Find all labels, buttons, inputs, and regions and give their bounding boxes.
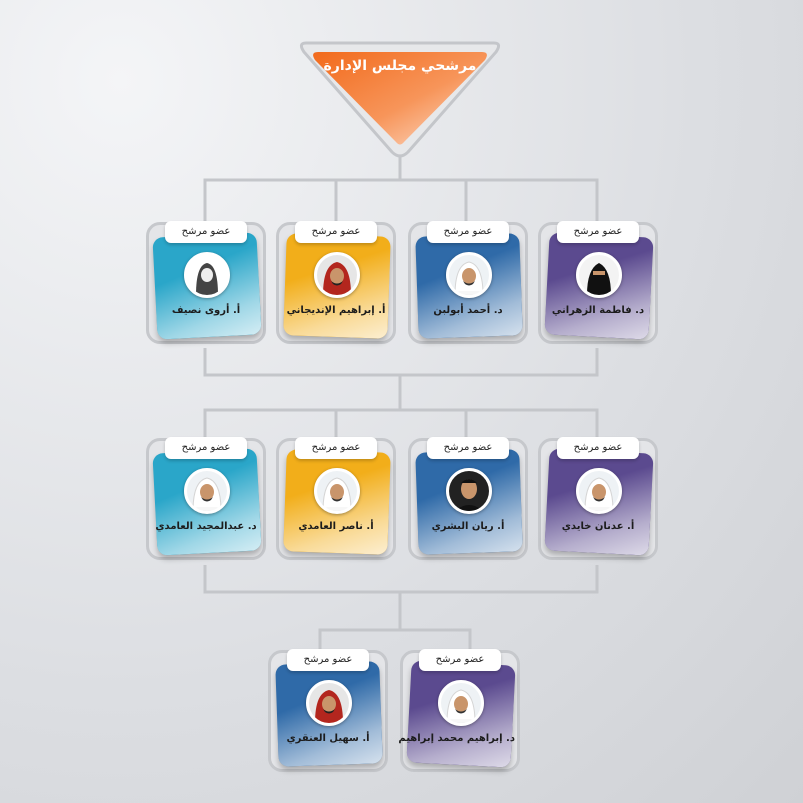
member-role-label: عضو مرشح <box>295 221 377 243</box>
man-ghutra-icon <box>314 468 360 514</box>
member-role-label: عضو مرشح <box>557 437 639 459</box>
member-role-label: عضو مرشح <box>287 649 369 671</box>
member-slot: عضو مرشح أ. ريان البشري <box>408 437 528 560</box>
member-role-label: عضو مرشح <box>295 437 377 459</box>
woman-hijab-icon <box>184 252 230 298</box>
member-slot: عضو مرشح أ. ناصر العامدي <box>276 437 396 560</box>
member-name: د. فاطمة الزهراني <box>551 305 645 316</box>
man-ghutra-icon <box>576 468 622 514</box>
man-portrait-icon <box>446 468 492 514</box>
member-slot: عضو مرشح أ. أروى نصيف <box>146 221 266 344</box>
member-slot: عضو مرشح د. عبدالمجيد العامدي <box>146 437 266 560</box>
member-role-label: عضو مرشح <box>427 221 509 243</box>
member-name: د. أحمد أبولبن <box>433 305 503 316</box>
member-slot: عضو مرشح د. إبراهيم محمد إبراهيم <box>398 649 520 772</box>
member-role-label: عضو مرشح <box>557 221 639 243</box>
member-slot: عضو مرشح د. أحمد أبولبن <box>408 221 528 344</box>
header-title: مرشحي مجلس الإدارة <box>323 58 477 74</box>
member-name: أ. سهيل العنقري <box>286 733 370 744</box>
member-role-label: عضو مرشح <box>165 437 247 459</box>
member-name: د. إبراهيم محمد إبراهيم <box>398 733 515 744</box>
man-ghutra-icon <box>446 252 492 298</box>
member-role-label: عضو مرشح <box>427 437 509 459</box>
header-triangle: مرشحي مجلس الإدارة <box>300 42 500 157</box>
member-name: أ. ناصر العامدي <box>298 521 374 532</box>
man-shemagh-icon <box>306 680 352 726</box>
member-slot: عضو مرشح أ. عدنان خايدي <box>538 437 658 560</box>
member-name: أ. إبراهيم الإنديجاني <box>286 305 386 316</box>
man-ghutra-icon <box>184 468 230 514</box>
member-role-label: عضو مرشح <box>419 649 501 671</box>
man-shemagh-icon <box>314 252 360 298</box>
member-role-label: عضو مرشح <box>165 221 247 243</box>
woman-niqab-icon <box>576 252 622 298</box>
member-slot: عضو مرشح د. فاطمة الزهراني <box>538 221 658 344</box>
member-slot: عضو مرشح أ. سهيل العنقري <box>268 649 388 772</box>
member-slot: عضو مرشح أ. إبراهيم الإنديجاني <box>276 221 396 344</box>
member-name: د. عبدالمجيد العامدي <box>155 521 257 532</box>
member-name: أ. أروى نصيف <box>171 305 241 316</box>
man-ghutra-icon <box>438 680 484 726</box>
member-name: أ. عدنان خايدي <box>561 521 635 532</box>
member-name: أ. ريان البشري <box>431 521 505 532</box>
